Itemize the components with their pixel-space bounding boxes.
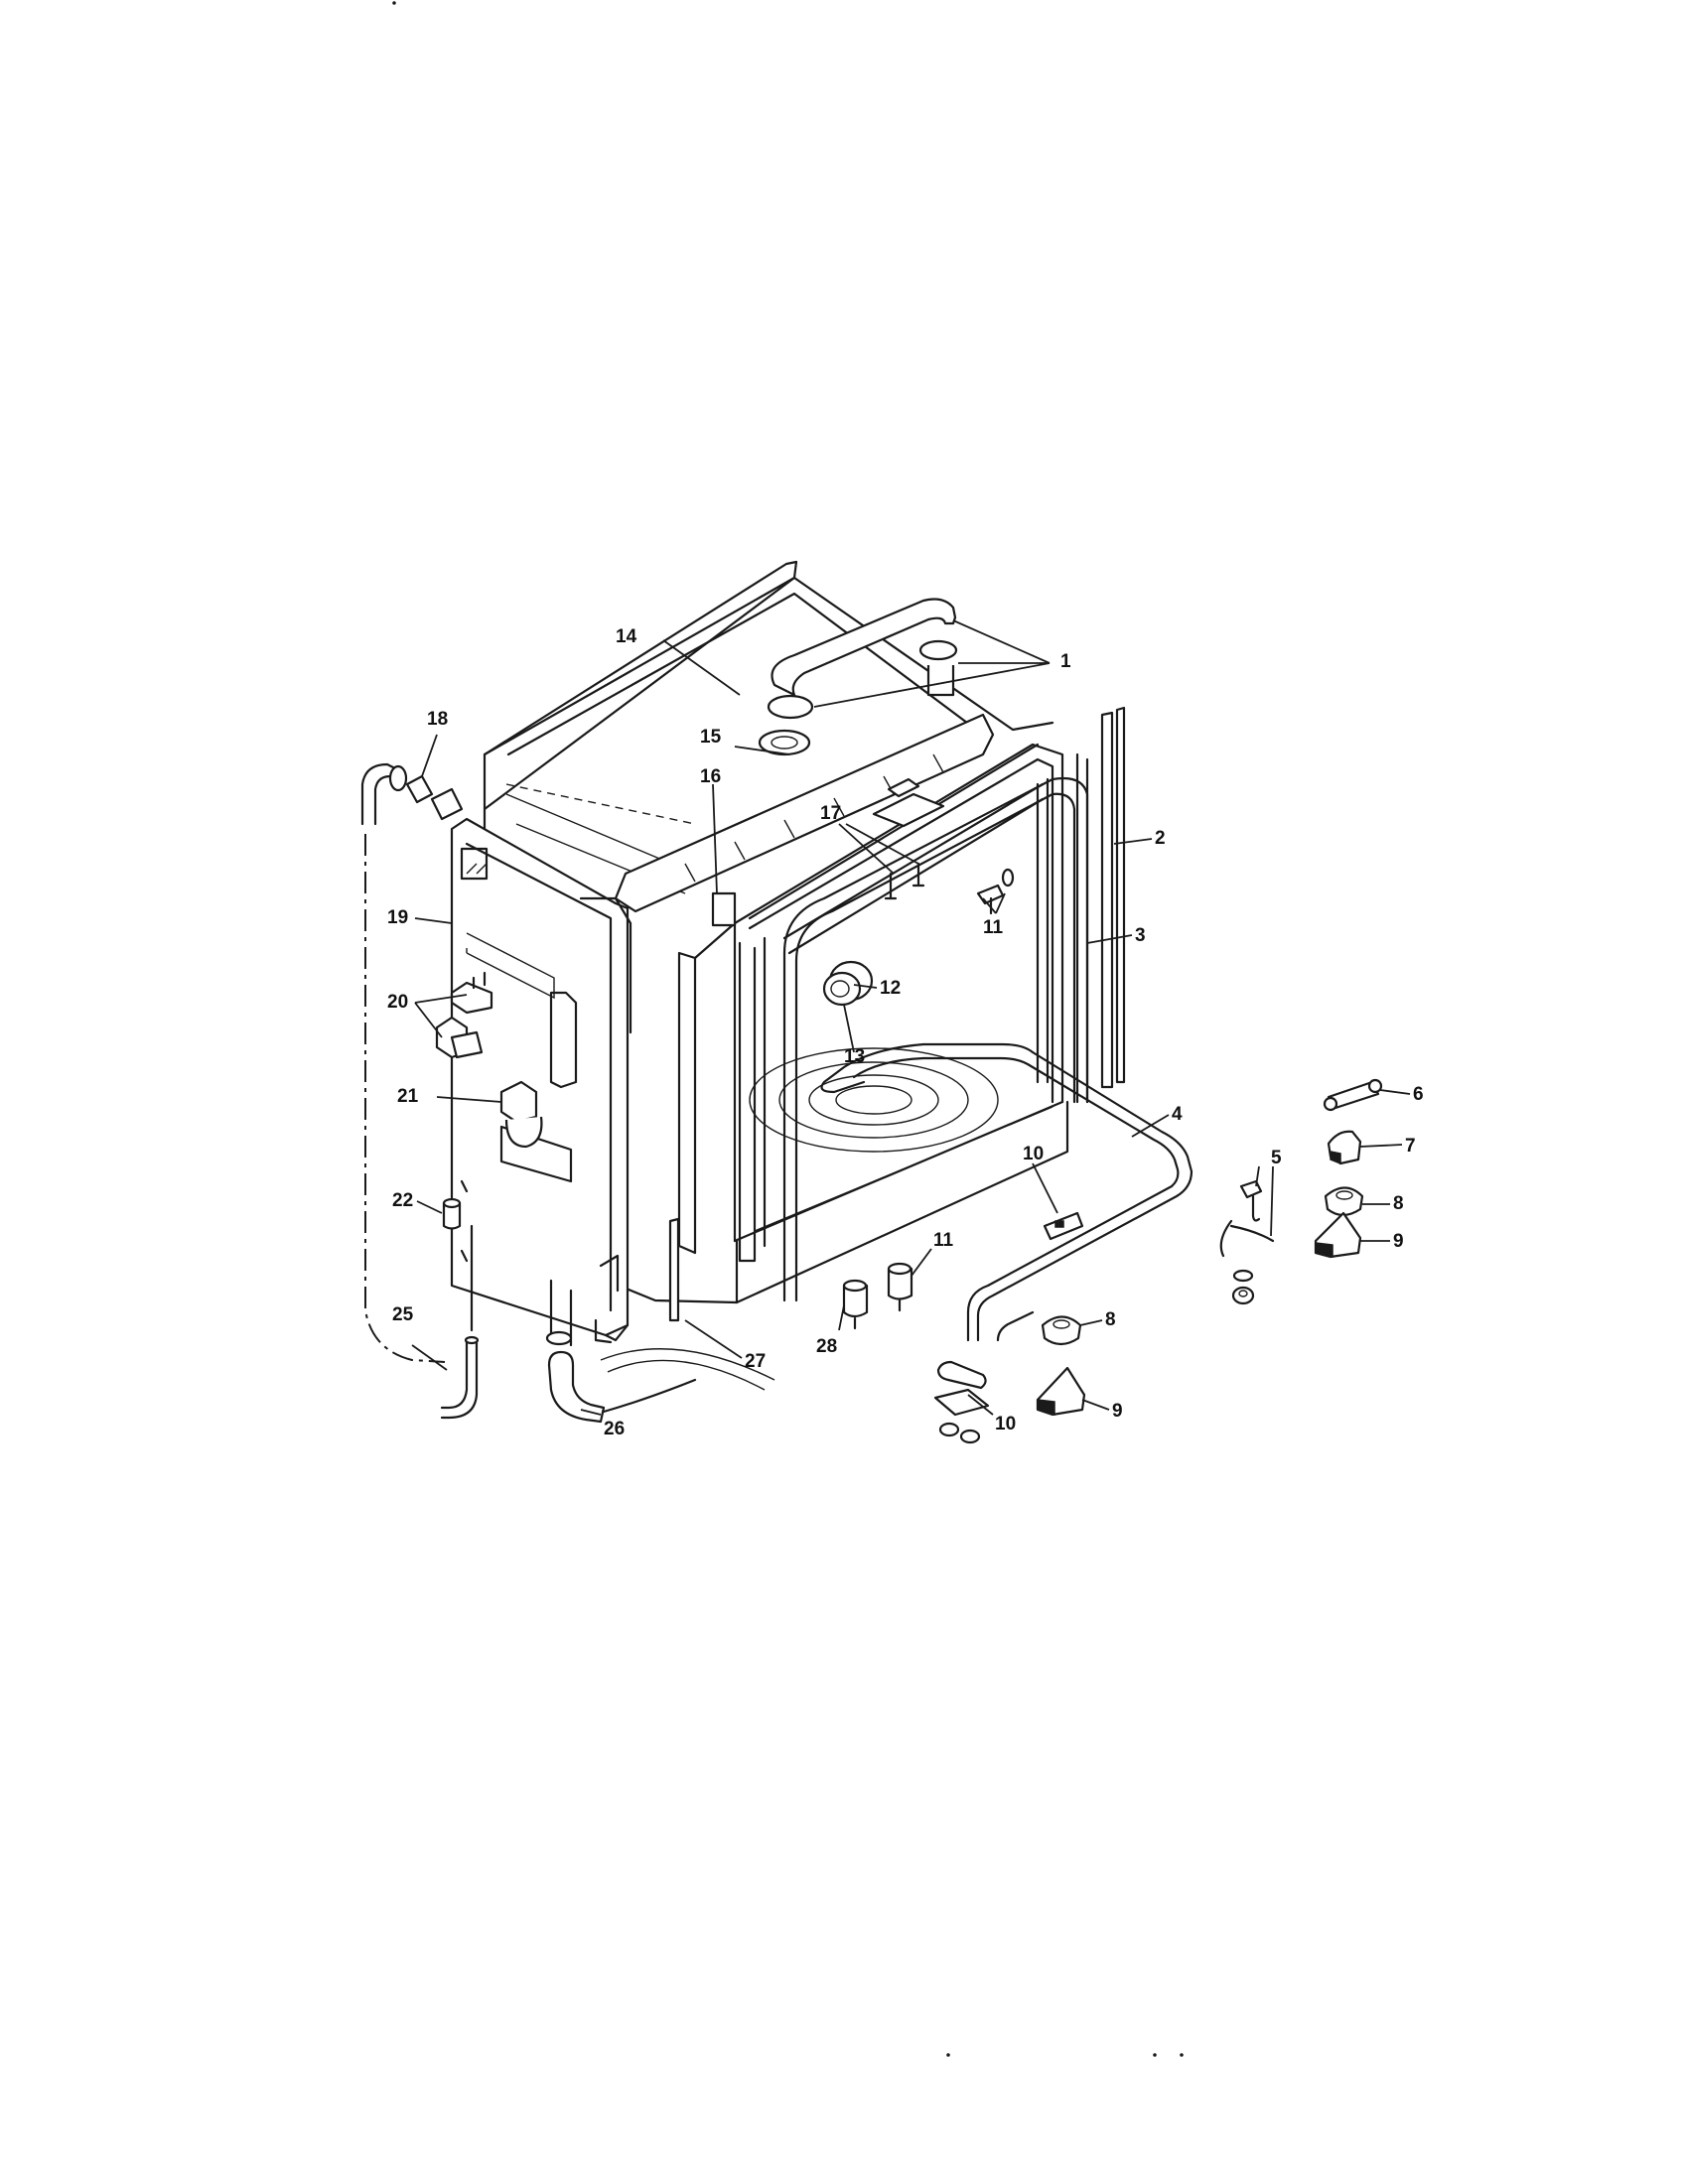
callout-15: 13: [844, 1046, 865, 1067]
callout-labels: 14 1 15 16 17 18 2 19 11 3 12 20 13 6 21…: [387, 626, 1424, 1439]
drain-hose-26: [545, 1330, 775, 1424]
clip-22: [435, 971, 493, 1059]
terminal-11: [887, 1262, 913, 1312]
callout-6: 6: [1413, 1084, 1424, 1105]
callout-8-upper: 8: [1393, 1193, 1404, 1214]
grommet-8-upper: [1324, 1186, 1364, 1217]
callout-5: 5: [1271, 1148, 1282, 1168]
side-seal-strips: [1100, 706, 1126, 1089]
callout-11: 11: [933, 1230, 954, 1251]
callout-7: 7: [1405, 1136, 1416, 1157]
callout-4: 4: [1172, 1104, 1183, 1125]
mount-plate-10: [933, 1360, 990, 1444]
callout-1: 1: [1060, 651, 1071, 672]
clip-12: [1043, 1211, 1084, 1241]
foot-9-lower: [1036, 1366, 1086, 1417]
bracket-6: [1323, 1078, 1383, 1112]
bolt-13: [976, 868, 1015, 915]
float-switch-23: [499, 1080, 543, 1149]
scan-specks: [392, 1, 1184, 2057]
callout-25: 25: [392, 1304, 414, 1325]
callout-14: 12: [880, 978, 901, 999]
callout-27: 27: [745, 1351, 766, 1372]
top-bracket-screws: [872, 777, 945, 900]
callout-17: 15: [700, 727, 722, 748]
foot-9-upper: [1314, 1211, 1362, 1259]
callout-28: 28: [816, 1336, 837, 1357]
hose-20-25: [360, 762, 480, 1420]
callout-19: 17: [820, 803, 841, 824]
tub-body: [483, 560, 1089, 1304]
callout-2: 2: [1155, 828, 1166, 849]
heating-element: [820, 1042, 1193, 1342]
callout-12: 10: [1023, 1144, 1044, 1164]
terminal-28: [842, 1279, 869, 1330]
callout-22: 20: [387, 992, 408, 1013]
callout-3: 3: [1135, 925, 1146, 946]
callout-18: 16: [700, 766, 721, 787]
callout-20: 18: [427, 709, 448, 730]
callout-13: 11: [983, 917, 1004, 938]
screw-clip-5: [1219, 1179, 1275, 1305]
top-insulation-strip: [614, 713, 995, 927]
callout-24: 22: [392, 1190, 413, 1211]
strip-27: [668, 1217, 680, 1322]
callout-10: 10: [995, 1414, 1016, 1434]
grommet-8-lower: [1041, 1315, 1082, 1346]
leader-lines: [411, 619, 1411, 1416]
callout-9-upper: 9: [1393, 1231, 1404, 1252]
callout-9-lower: 9: [1112, 1401, 1123, 1422]
fill-tube-pipe: [758, 598, 958, 756]
callout-26: 26: [604, 1419, 625, 1439]
side-panel-21: [450, 817, 632, 1347]
callout-21: 19: [387, 907, 408, 928]
connector-24: [442, 1197, 462, 1230]
clip-7: [1327, 1130, 1362, 1165]
callout-23: 21: [397, 1086, 419, 1107]
callout-8-lower: 8: [1105, 1309, 1116, 1330]
callout-16: 14: [616, 626, 637, 647]
knob-assembly: [822, 960, 874, 1007]
